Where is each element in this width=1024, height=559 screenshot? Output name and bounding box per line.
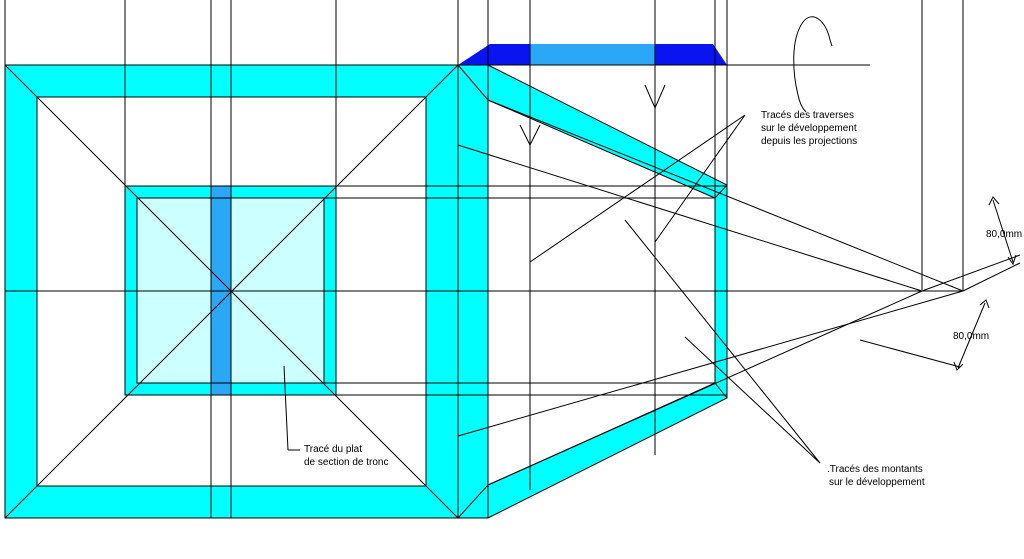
traverses-line-2: sur le développement <box>761 123 857 134</box>
traverses-line-1: Tracés des traverses <box>761 110 854 121</box>
development-frame <box>458 65 727 518</box>
dimension-upper-label: 80,0mm <box>986 229 1022 240</box>
montants-line-1: .Tracés des montants <box>827 464 923 475</box>
dimension-lower-label: 80,0mm <box>953 331 989 342</box>
dimension-markers <box>953 196 1017 371</box>
traverses-line-3: depuis les projections <box>761 136 857 147</box>
plat-line-2: de section de tronc <box>304 457 389 468</box>
top-bar-middle <box>530 44 655 65</box>
annotation-montants: .Tracés des montants sur le développemen… <box>827 464 925 488</box>
top-bar-left <box>458 44 530 65</box>
top-bar-right <box>655 44 727 65</box>
fills <box>5 44 727 518</box>
leaders <box>283 114 821 464</box>
montants-line-2: sur le développement <box>829 477 925 488</box>
construction-lines <box>4 0 1021 519</box>
annotation-plat: Tracé du plat de section de tronc <box>304 444 389 468</box>
annotation-traverses: Tracés des traverses sur le développemen… <box>761 110 857 147</box>
plat-line-1: Tracé du plat <box>304 444 362 455</box>
